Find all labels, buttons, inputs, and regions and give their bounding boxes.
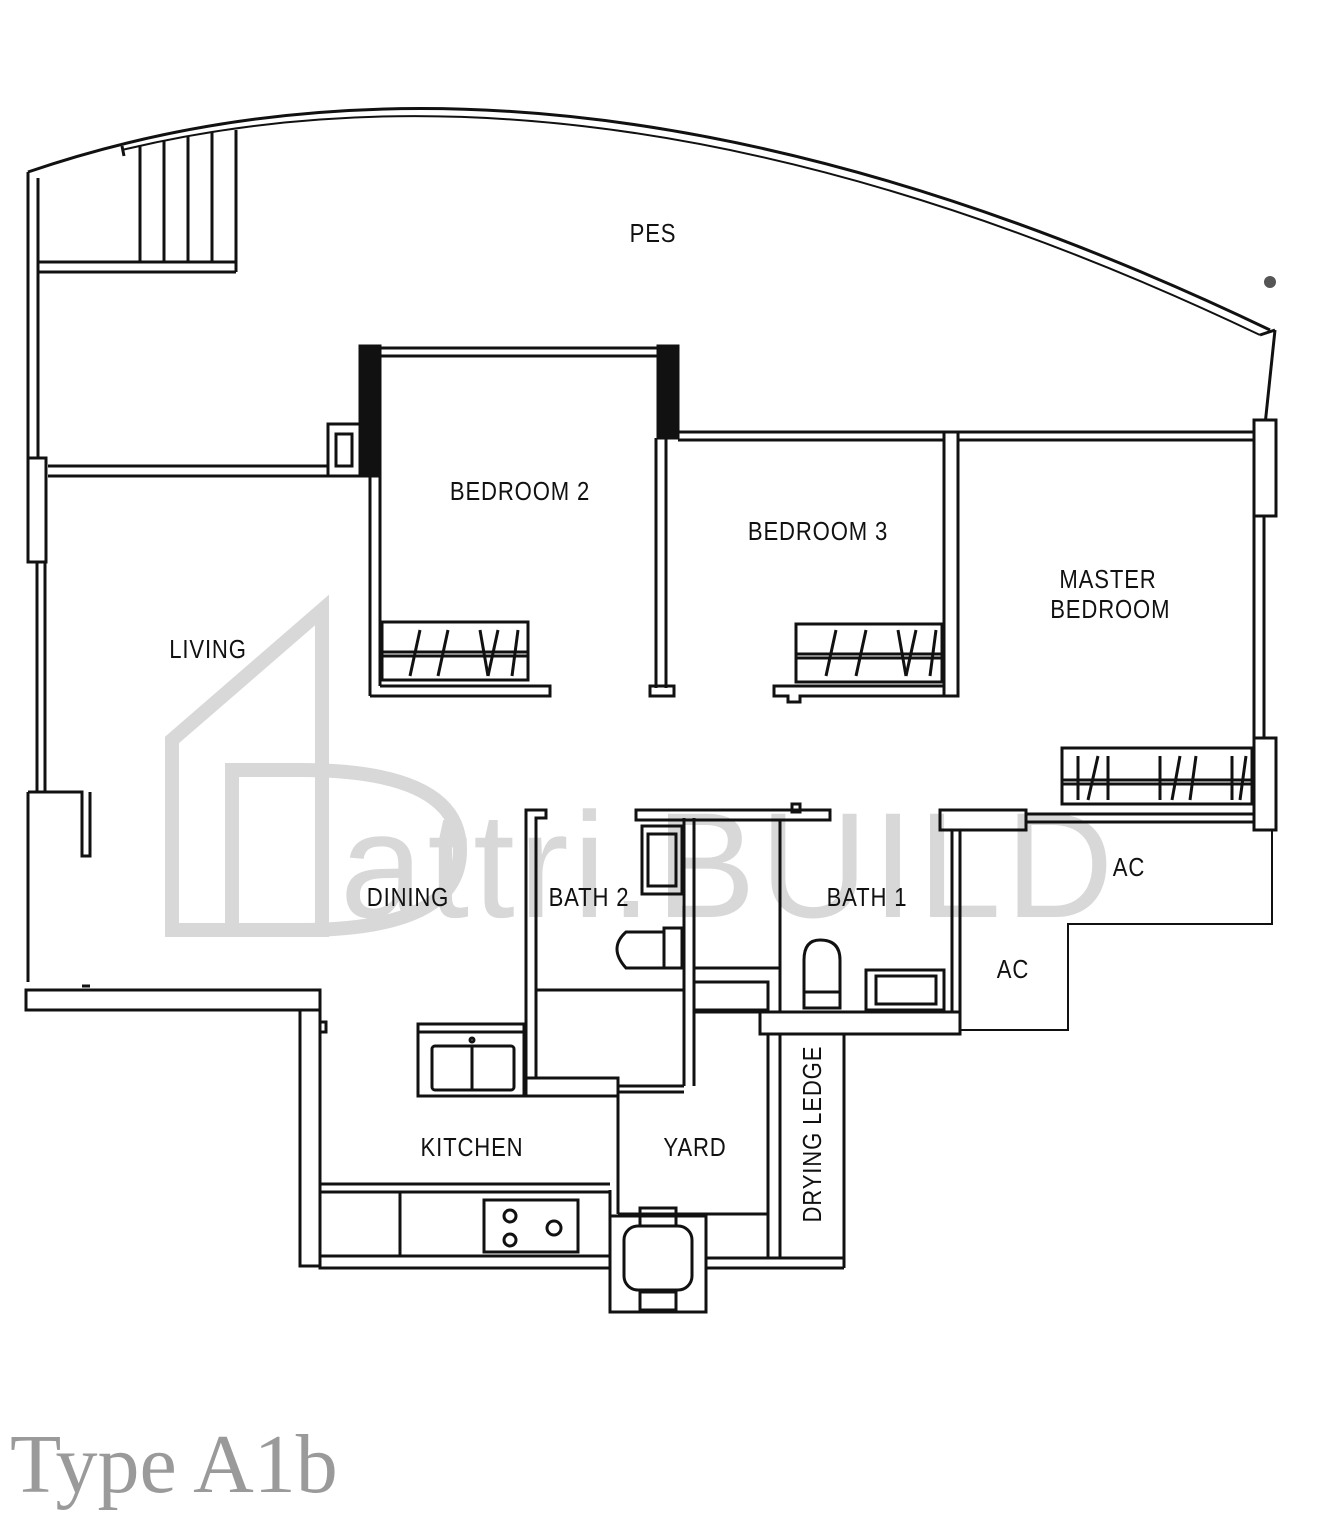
room-label-dining: DINING xyxy=(366,882,450,912)
pes-arc-inner xyxy=(121,115,1261,336)
plan-type-title: Type A1b xyxy=(10,1418,338,1511)
room-label-ac-upper: AC xyxy=(1112,852,1146,882)
room-label-pes: PES xyxy=(629,218,677,248)
room-label-bedroom-3: BEDROOM 3 xyxy=(747,516,889,546)
room-label-master-bedroom-line2: BEDROOM xyxy=(1050,594,1171,624)
room-label-yard: YARD xyxy=(663,1132,727,1162)
room-label-kitchen: KITCHEN xyxy=(420,1132,524,1162)
room-label-master-bedroom-line1: MASTER xyxy=(1059,564,1157,594)
room-label-bath-2: BATH 2 xyxy=(548,882,630,912)
watermark-text: attri.BUILD xyxy=(340,781,1118,949)
pes-arc-outer xyxy=(27,107,1271,332)
room-label-living: LIVING xyxy=(169,634,247,664)
room-label-drying-ledge: DRYING LEDGE xyxy=(797,1045,827,1223)
room-label-ac-lower: AC xyxy=(996,954,1030,984)
room-label-bedroom-2: BEDROOM 2 xyxy=(449,476,591,506)
room-label-bath-1: BATH 1 xyxy=(826,882,908,912)
